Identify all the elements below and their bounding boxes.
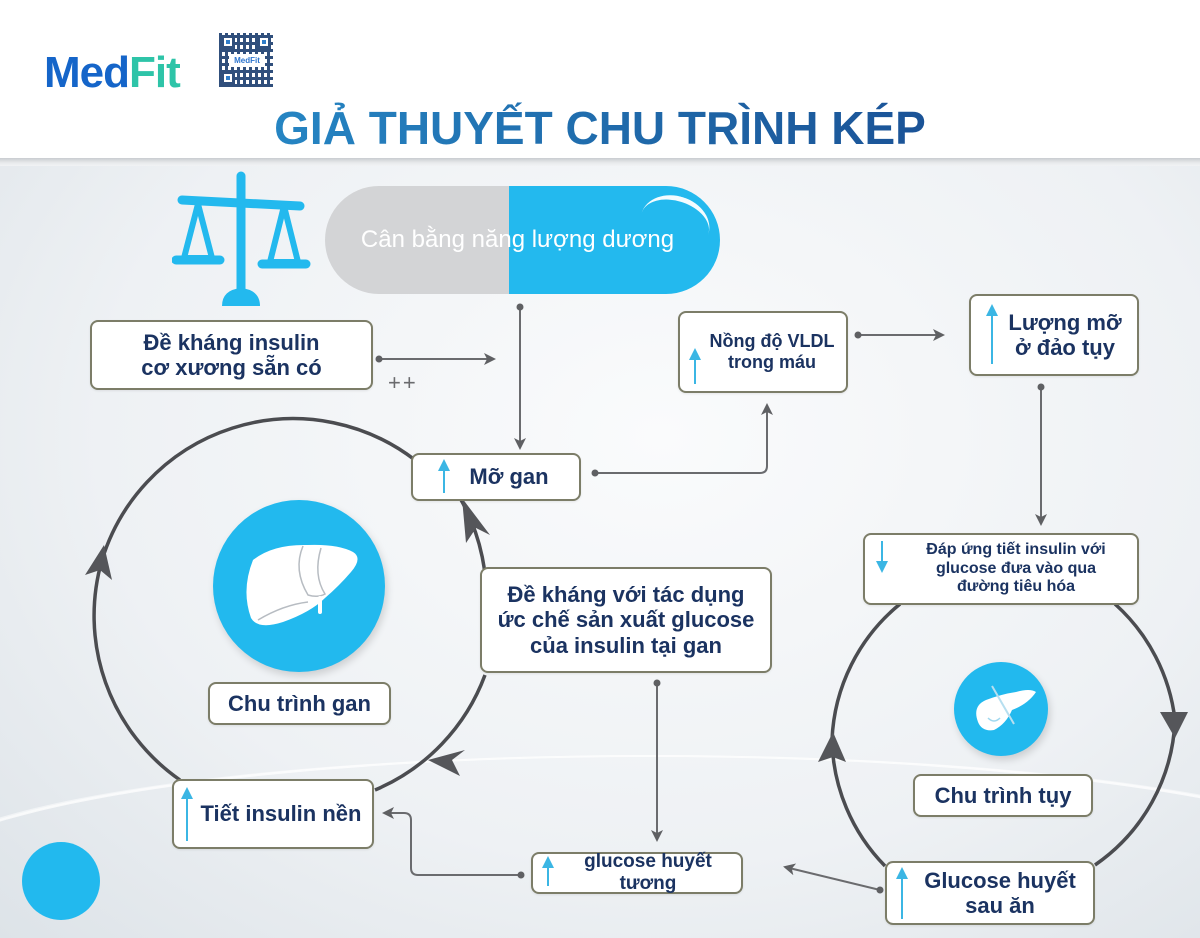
qr-label: MedFit <box>229 54 265 67</box>
pancreas-cycle-icon-circle <box>954 662 1048 756</box>
label-liver-cycle: Chu trình gan <box>208 682 391 725</box>
node-vldl[interactable]: Nồng độ VLDL trong máu <box>678 311 848 393</box>
node-plasma-glucose[interactable]: glucose huyết tương <box>531 851 743 894</box>
increase-arrow-icon <box>181 787 193 841</box>
synergy-plus-label: ++ <box>388 370 418 395</box>
qr-finder <box>221 71 235 85</box>
node-postprandial-glucose[interactable]: Glucose huyết sau ăn <box>885 861 1095 925</box>
qr-code-icon[interactable]: MedFit <box>218 32 274 88</box>
increase-arrow-icon <box>542 856 554 886</box>
pill-label: Cân bằng năng lượng dương <box>360 226 675 253</box>
node-liver-fat[interactable]: Mỡ gan <box>411 453 581 501</box>
increase-arrow-icon <box>986 304 998 364</box>
increase-arrow-icon <box>896 867 908 919</box>
pill-blue-half <box>509 186 720 294</box>
decorative-wave <box>0 756 1200 938</box>
header: MedFit MedFit GIẢ THUYẾT CHU TRÌNH KÉP <box>0 0 1200 158</box>
energy-balance-pill: Cân bằng năng lượng dương <box>325 186 720 294</box>
liver-cycle-icon-circle <box>213 500 385 672</box>
increase-arrow-icon <box>689 348 701 384</box>
increase-arrow-icon <box>438 459 450 493</box>
pill-gray-half <box>325 186 509 294</box>
page-title: GIẢ THUYẾT CHU TRÌNH KÉP <box>0 98 1200 158</box>
decrease-arrow-icon <box>876 541 888 573</box>
node-insulin-response[interactable]: Đáp ứng tiết insulin với glucose đưa vào… <box>863 533 1139 605</box>
node-muscle-insulin-resistance[interactable]: Đề kháng insulin cơ xương sẵn có <box>90 320 373 390</box>
pancreas-icon <box>976 685 1036 731</box>
qr-finder <box>221 35 235 49</box>
node-hepatic-insulin-resistance[interactable]: Đề kháng với tác dụng ức chế sản xuất gl… <box>480 567 772 673</box>
balance-scale-icon <box>172 171 311 306</box>
node-pancreas-fat[interactable]: Lượng mỡ ở đảo tụy <box>969 294 1139 376</box>
decorative-circle <box>22 842 100 920</box>
medfit-logo[interactable]: MedFit <box>44 48 181 97</box>
node-basal-insulin[interactable]: Tiết insulin nền <box>172 779 374 849</box>
qr-finder <box>257 35 271 49</box>
header-divider <box>0 158 1200 166</box>
liver-icon <box>246 544 358 626</box>
label-pancreas-cycle: Chu trình tụy <box>913 774 1093 817</box>
